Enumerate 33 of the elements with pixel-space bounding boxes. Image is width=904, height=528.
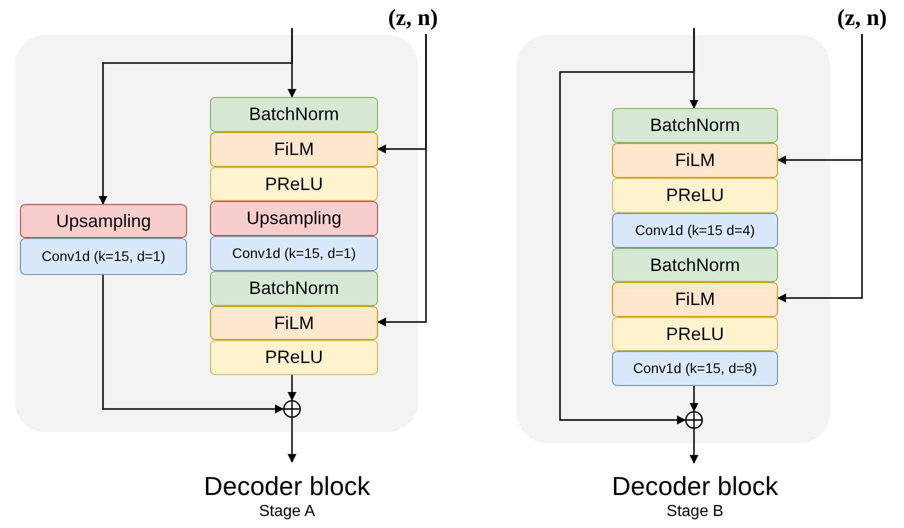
stage-label: Stage A bbox=[258, 502, 316, 522]
input-label: (z, n) bbox=[830, 2, 894, 34]
conv-layer: Conv1d (k=15 d=4) bbox=[612, 213, 778, 248]
film-layer: FiLM bbox=[210, 306, 378, 340]
arrow bbox=[559, 28, 695, 424]
arrow bbox=[377, 34, 427, 326]
arrow bbox=[102, 275, 284, 414]
prelu-layer: PReLU bbox=[612, 317, 778, 351]
prelu-layer: PReLU bbox=[612, 178, 778, 213]
batchnorm-layer: BatchNorm bbox=[612, 108, 778, 143]
arrow bbox=[98, 28, 293, 205]
stage-label: Stage B bbox=[666, 502, 724, 522]
batchnorm-layer: BatchNorm bbox=[210, 97, 378, 132]
batchnorm-layer: BatchNorm bbox=[210, 271, 378, 306]
block-title: Decoder block bbox=[204, 470, 370, 502]
prelu-layer: PReLU bbox=[210, 340, 378, 375]
arrow bbox=[288, 375, 296, 401]
conv-layer: Conv1d (k=15, d=1) bbox=[210, 236, 378, 271]
arrow bbox=[777, 34, 863, 302]
input-label: (z, n) bbox=[368, 2, 458, 34]
film-layer: FiLM bbox=[210, 132, 378, 167]
conv-layer: Conv1d (k=15, d=1) bbox=[20, 238, 187, 275]
arrow bbox=[690, 429, 698, 464]
film-layer: FiLM bbox=[612, 282, 778, 317]
batchnorm-layer: BatchNorm bbox=[612, 248, 778, 282]
upsampling-layer: Upsampling bbox=[20, 204, 187, 238]
arrow bbox=[690, 386, 698, 412]
block-title: Decoder block bbox=[612, 470, 778, 502]
film-layer: FiLM bbox=[612, 143, 778, 178]
arrow bbox=[288, 418, 296, 463]
upsampling-layer: Upsampling bbox=[210, 201, 378, 236]
prelu-layer: PReLU bbox=[210, 167, 378, 201]
conv-layer: Conv1d (k=15, d=8) bbox=[612, 351, 778, 386]
